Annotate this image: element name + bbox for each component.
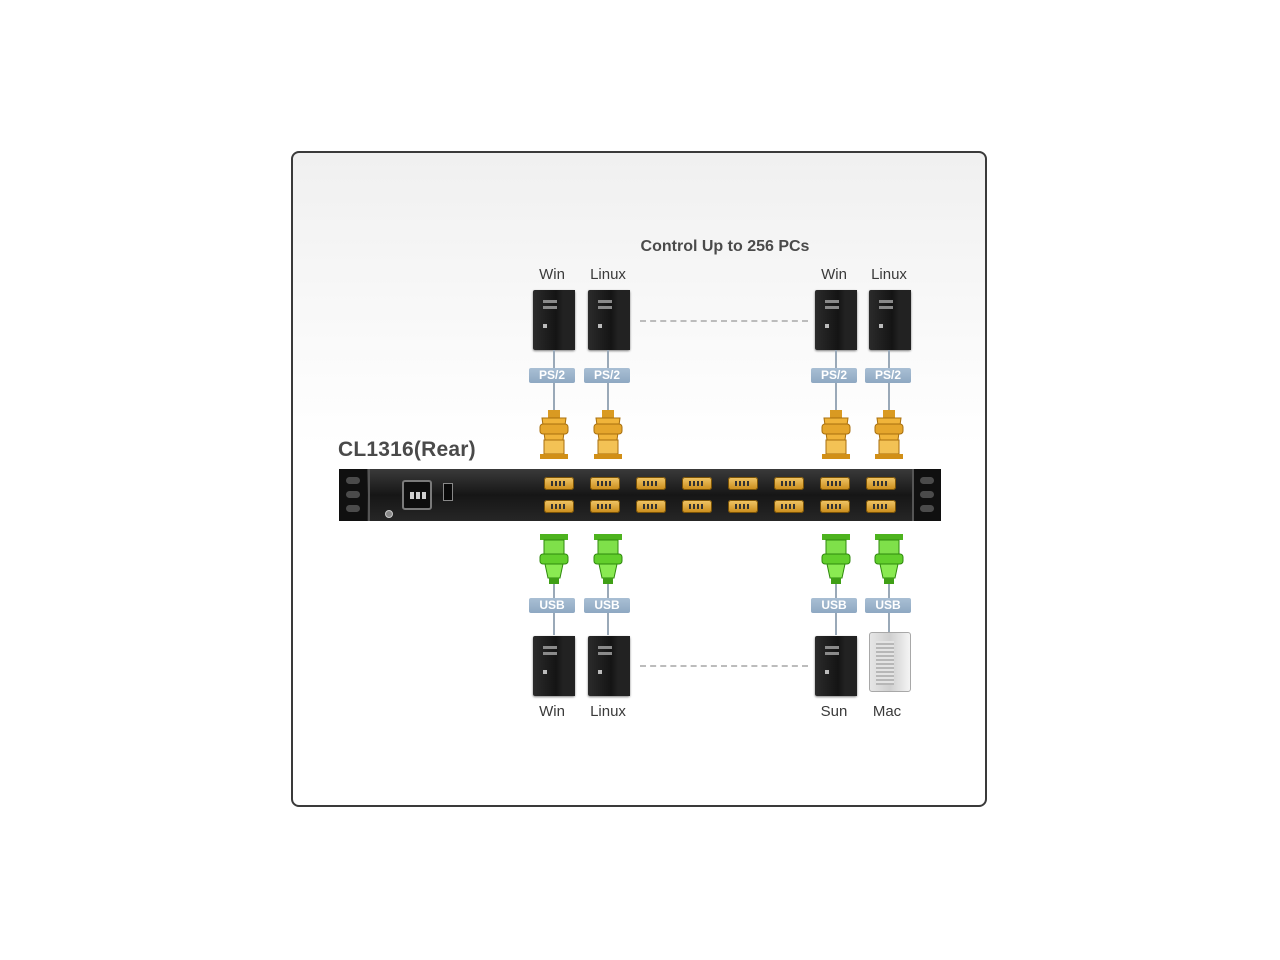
ps2-cable-head-icon <box>593 410 623 459</box>
kvm-port-icon <box>774 500 804 513</box>
bottom-pc-4-label: Mac <box>872 703 902 720</box>
kvm-port-icon <box>728 477 758 490</box>
top-pc-2-tower-icon <box>588 290 630 350</box>
bottom-pc-1-tower-icon <box>533 636 575 696</box>
kvm-port-icon <box>590 477 620 490</box>
bottom-wire-2b <box>607 613 609 635</box>
bottom-pc-1-label: Win <box>539 703 565 720</box>
top-pc-1-tower-icon <box>533 290 575 350</box>
kvm-port-icon <box>590 500 620 513</box>
bottom-pc-3-label: Sun <box>820 703 848 720</box>
top-pc-3-tower-icon <box>815 290 857 350</box>
top-pc-3-label: Win <box>821 266 847 283</box>
bottom-wire-3 <box>835 584 837 598</box>
top-connector-badge-4: PS/2 <box>865 368 911 383</box>
bottom-continuation-dashes <box>640 665 808 667</box>
bottom-pc-2-label: Linux <box>590 703 626 720</box>
bottom-pc-2-tower-icon <box>588 636 630 696</box>
bottom-wire-1b <box>553 613 555 635</box>
bottom-wire-4 <box>888 584 890 598</box>
bottom-connector-badge-3: USB <box>811 598 857 613</box>
model-label: CL1316(Rear) <box>338 438 476 461</box>
bottom-wire-2 <box>607 584 609 598</box>
bottom-wire-3b <box>835 613 837 635</box>
ps2-cable-head-icon <box>874 410 904 459</box>
top-wire-2b <box>607 383 609 411</box>
ground-screw-icon <box>385 510 393 518</box>
ps2-cable-head-icon <box>821 410 851 459</box>
usb-cable-head-icon <box>539 534 569 584</box>
kvm-port-icon <box>544 500 574 513</box>
usb-cable-head-icon <box>821 534 851 584</box>
kvm-port-icon <box>636 500 666 513</box>
bottom-connector-badge-2: USB <box>584 598 630 613</box>
kvm-port-icon <box>866 477 896 490</box>
bottom-connector-badge-1: USB <box>529 598 575 613</box>
kvm-port-icon <box>636 477 666 490</box>
power-inlet-icon <box>402 480 432 510</box>
bottom-pc-4-mac-icon <box>869 632 911 692</box>
kvm-port-icon <box>682 477 712 490</box>
kvm-port-icon <box>544 477 574 490</box>
kvm-port-icon <box>774 477 804 490</box>
power-switch[interactable] <box>443 483 453 501</box>
top-wire-3b <box>835 383 837 411</box>
kvm-port-icon <box>728 500 758 513</box>
bottom-connector-badge-4: USB <box>865 598 911 613</box>
top-pc-4-tower-icon <box>869 290 911 350</box>
top-wire-3 <box>835 350 837 368</box>
kvm-port-icon <box>866 500 896 513</box>
panel-divider <box>368 469 370 521</box>
top-connector-badge-1: PS/2 <box>529 368 575 383</box>
top-pc-4-label: Linux <box>871 266 907 283</box>
bottom-wire-4b <box>888 613 890 635</box>
top-continuation-dashes <box>640 320 808 322</box>
top-wire-1 <box>553 350 555 368</box>
top-wire-2 <box>607 350 609 368</box>
usb-cable-head-icon <box>593 534 623 584</box>
kvm-port-icon <box>682 500 712 513</box>
top-connector-badge-3: PS/2 <box>811 368 857 383</box>
panel-divider <box>912 469 914 521</box>
top-wire-4 <box>888 350 890 368</box>
top-pc-1-label: Win <box>539 266 565 283</box>
top-connector-badge-2: PS/2 <box>584 368 630 383</box>
kvm-port-icon <box>820 477 850 490</box>
bottom-wire-1 <box>553 584 555 598</box>
rack-ear-left <box>339 469 367 521</box>
diagram-title: Control Up to 256 PCs <box>640 238 810 255</box>
rack-ear-right <box>913 469 941 521</box>
bottom-pc-3-tower-icon <box>815 636 857 696</box>
usb-cable-head-icon <box>874 534 904 584</box>
ps2-cable-head-icon <box>539 410 569 459</box>
kvm-port-icon <box>820 500 850 513</box>
top-wire-1b <box>553 383 555 411</box>
top-wire-4b <box>888 383 890 411</box>
top-pc-2-label: Linux <box>590 266 626 283</box>
